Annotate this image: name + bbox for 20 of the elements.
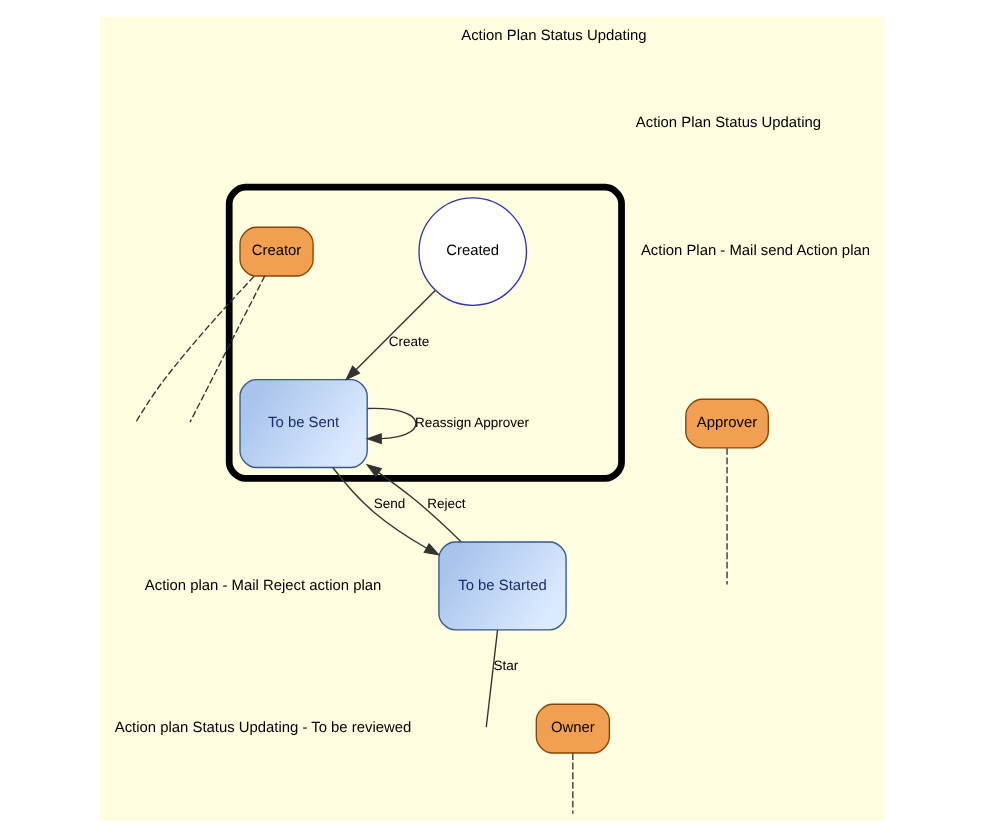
- node-box: Approver: [685, 398, 769, 449]
- label: Action Plan Status Updating: [635, 113, 822, 132]
- node-box: Creator: [239, 226, 314, 277]
- arrow: [365, 407, 417, 445]
- label: Action plan - Mail Reject action plan: [144, 575, 382, 594]
- arrow: [365, 463, 462, 543]
- label: Action Plan - Mail send Action plan: [640, 241, 871, 260]
- connector: [485, 629, 499, 728]
- node-box: Owner: [535, 703, 611, 754]
- node-circle: Created: [418, 197, 528, 306]
- connector: [135, 275, 255, 423]
- connector: [726, 447, 728, 586]
- arrow: [344, 289, 436, 381]
- node-box: To be Started: [438, 541, 567, 631]
- node-box: To be Sent: [239, 378, 368, 469]
- label: Action plan Status Updating - To be reviewed: [114, 718, 412, 737]
- label: Action Plan Status Updating: [461, 25, 647, 44]
- connector: [572, 752, 574, 815]
- connector: [189, 275, 266, 423]
- arrow: [332, 467, 441, 556]
